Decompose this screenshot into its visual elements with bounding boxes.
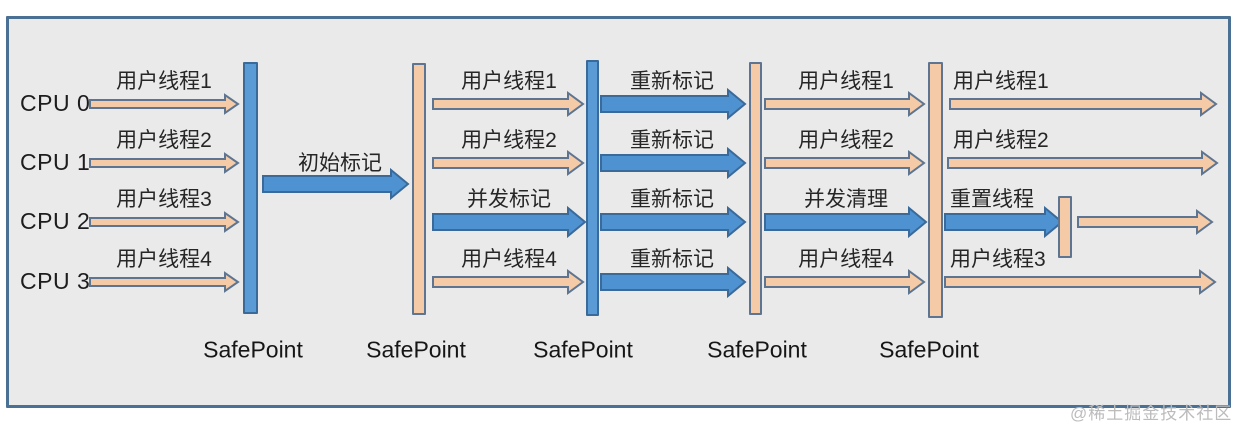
cpu-label-3: CPU 3 <box>20 267 91 294</box>
cpu-label-0: CPU 0 <box>20 89 91 116</box>
arrow-shape <box>764 150 926 176</box>
user-thread-arrow <box>89 271 240 293</box>
arrow-shape <box>89 271 240 293</box>
arrow-shape <box>432 91 585 117</box>
arrow-label: 重新标记 <box>630 129 714 152</box>
gc-phase-arrow <box>600 205 747 239</box>
safepoint-bar-orange <box>412 63 426 315</box>
arrow-label: 初始标记 <box>298 152 382 175</box>
user-thread-arrow <box>944 269 1217 295</box>
safepoint-bar-blue <box>586 60 599 316</box>
arrow-label: 用户线程1 <box>461 70 557 93</box>
arrow-label: 用户线程3 <box>950 248 1046 271</box>
arrow-shape <box>600 265 747 299</box>
arrow-shape <box>262 167 410 201</box>
arrow-label: 重新标记 <box>630 248 714 271</box>
arrow-shape <box>600 146 747 180</box>
arrow-label: 用户线程1 <box>798 70 894 93</box>
user-thread-arrow <box>947 150 1219 176</box>
arrow-shape <box>764 269 926 295</box>
user-thread-arrow <box>432 150 585 176</box>
gc-phase-arrow <box>262 167 410 201</box>
arrow-shape <box>432 205 587 239</box>
user-thread-arrow <box>949 91 1218 117</box>
user-thread-arrow <box>89 93 240 115</box>
user-thread-arrow <box>89 152 240 174</box>
arrow-label: 并发清理 <box>804 188 888 211</box>
arrow-shape <box>764 91 926 117</box>
arrow-label: 用户线程3 <box>116 188 212 211</box>
gc-phase-arrow <box>432 205 587 239</box>
arrow-label: 用户线程4 <box>461 248 557 271</box>
watermark: @稀土掘金技术社区 <box>1070 404 1233 423</box>
safepoint-label-0: SafePoint <box>203 336 303 363</box>
diagram-frame <box>6 16 1231 408</box>
safepoint-bar-blue <box>243 62 258 314</box>
user-thread-arrow <box>764 150 926 176</box>
arrow-label: 用户线程2 <box>798 129 894 152</box>
arrow-label: 重新标记 <box>630 188 714 211</box>
user-thread-arrow <box>432 269 585 295</box>
arrow-shape <box>944 269 1217 295</box>
safepoint-label-3: SafePoint <box>707 336 807 363</box>
arrow-label: 重新标记 <box>630 70 714 93</box>
gc-phase-arrow <box>600 87 747 121</box>
arrow-shape <box>947 150 1219 176</box>
arrow-shape <box>432 150 585 176</box>
arrow-shape <box>432 269 585 295</box>
arrow-label: 用户线程2 <box>116 129 212 152</box>
arrow-label: 用户线程4 <box>116 248 212 271</box>
arrow-shape <box>89 152 240 174</box>
arrow-label: 用户线程2 <box>953 129 1049 152</box>
arrow-shape <box>1077 209 1214 235</box>
arrow-shape <box>89 211 240 233</box>
safepoint-label-1: SafePoint <box>366 336 466 363</box>
arrow-shape <box>949 91 1218 117</box>
arrow-shape <box>600 87 747 121</box>
user-thread-arrow <box>432 91 585 117</box>
gc-phase-arrow <box>764 205 928 239</box>
cpu-label-1: CPU 1 <box>20 148 91 175</box>
user-thread-arrow <box>764 269 926 295</box>
arrow-shape <box>600 205 747 239</box>
arrow-shape <box>944 205 1064 239</box>
gc-phase-arrow <box>944 205 1064 239</box>
safepoint-bar-orange <box>749 62 762 315</box>
arrow-label: 重置线程 <box>950 188 1034 211</box>
safepoint-label-4: SafePoint <box>879 336 979 363</box>
user-thread-arrow <box>1077 209 1214 235</box>
arrow-label: 用户线程1 <box>116 70 212 93</box>
user-thread-arrow <box>764 91 926 117</box>
arrow-label: 并发标记 <box>467 188 551 211</box>
gc-phase-arrow <box>600 265 747 299</box>
arrow-label: 用户线程2 <box>461 129 557 152</box>
arrow-shape <box>764 205 928 239</box>
mini-safepoint-bar <box>1058 196 1072 258</box>
safepoint-label-2: SafePoint <box>533 336 633 363</box>
safepoint-bar-orange <box>928 62 943 318</box>
arrow-label: 用户线程1 <box>953 70 1049 93</box>
arrow-shape <box>89 93 240 115</box>
gc-phase-arrow <box>600 146 747 180</box>
arrow-label: 用户线程4 <box>798 248 894 271</box>
cpu-label-2: CPU 2 <box>20 207 91 234</box>
user-thread-arrow <box>89 211 240 233</box>
